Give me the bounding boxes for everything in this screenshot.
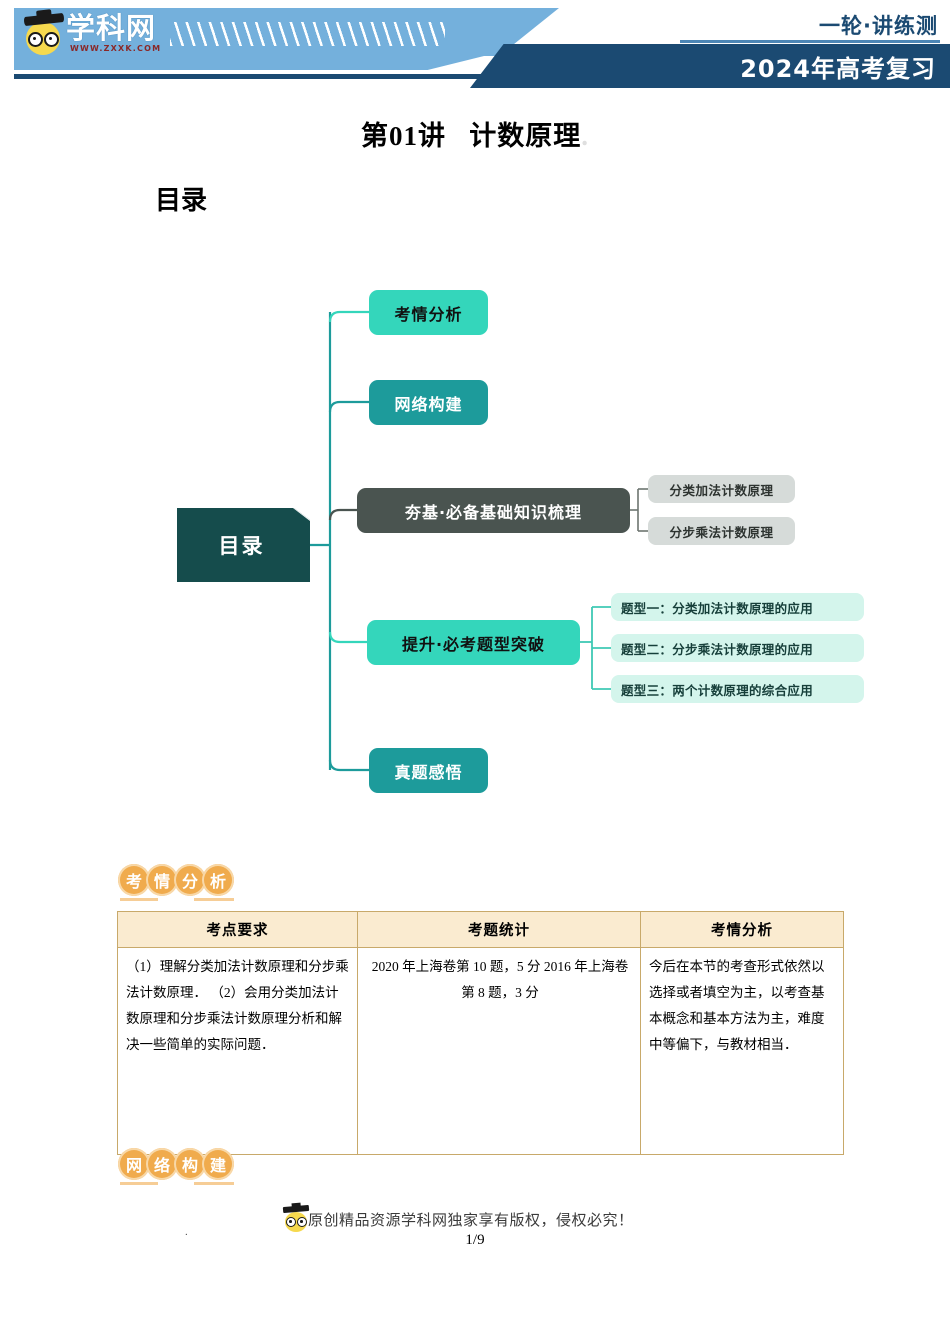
branch-label: 真题感悟 (394, 762, 463, 782)
cell-statistics: 2020 年上海卷第 10 题，5 分 2016 年上海卷第 8 题，3 分 (357, 947, 641, 1155)
column-header-analysis: 考情分析 (640, 911, 844, 948)
badge-char: 考 (118, 864, 150, 896)
branch-label: 考情分析 (394, 304, 463, 324)
exam-analysis-table: 考点要求 考题统计 考情分析 （1）理解分类加法计数原理和分步乘法计数原理． （… (117, 911, 844, 1155)
requirement-text: （1）理解分类加法计数原理和分步乘法计数原理． （2）会用分类加法计数原理和分步… (126, 959, 349, 1052)
badge-char: 构 (174, 1148, 206, 1180)
cell-analysis: 今后在本节的考查形式依然以选择或者填空为主，以考查基本概念和基本方法为主，难度中… (640, 947, 844, 1155)
branch-label: 网络构建 (394, 394, 463, 414)
zxxk-footer-logo-icon (282, 1204, 310, 1232)
leaf-label: 题型一：分类加法计数原理的应用 (621, 600, 814, 616)
badge-underline (194, 898, 234, 901)
mindmap-connectors (310, 310, 648, 772)
header-series-label: 2024年高考复习 (740, 55, 936, 83)
brand-url: WWW.ZXXK.COM (70, 44, 162, 53)
toc-mindmap: 目录 考情分析 网络构建 夯基·必备基础知识梳理 提升·必考题型突破 真题感悟 … (0, 270, 950, 830)
page-number: 1/9 (465, 1232, 485, 1248)
cell-requirement: （1）理解分类加法计数原理和分步乘法计数原理． （2）会用分类加法计数原理和分步… (117, 947, 358, 1155)
branch-label: 夯基·必备基础知识梳理 (404, 502, 583, 522)
mindmap-root-label: 目录 (218, 534, 265, 558)
mindmap-root-node[interactable]: 目录 (177, 508, 310, 582)
leaf-label: 题型二：分步乘法计数原理的应用 (621, 641, 814, 657)
statistics-text: 2020 年上海卷第 10 题，5 分 2016 年上海卷第 8 题，3 分 (371, 959, 629, 1000)
analysis-text: 今后在本节的考查形式依然以选择或者填空为主，以考查基本概念和基本方法为主，难度中… (649, 959, 825, 1052)
zxxk-logo-icon (23, 12, 68, 56)
mindmap-branch-real-exam[interactable]: 真题感悟 (369, 748, 488, 793)
toc-heading: 目录 (155, 186, 208, 215)
mindmap-branch-foundation-knowledge[interactable]: 夯基·必备基础知识梳理 (357, 488, 630, 533)
table-header-row: 考点要求 考题统计 考情分析 (117, 911, 844, 948)
title-main: 计数原理 (469, 121, 582, 151)
mindmap-leaf-addition-principle[interactable]: 分类加法计数原理 (648, 475, 795, 503)
leaf-label: 分类加法计数原理 (669, 482, 774, 498)
badge-underline (120, 898, 158, 901)
badge-char: 析 (202, 864, 234, 896)
mindmap-leaf-problem-type-2[interactable]: 题型二：分步乘法计数原理的应用 (611, 634, 864, 662)
copyright-notice: 原创精品资源学科网独家享有版权，侵权必究！ (308, 1213, 634, 1229)
header-bottom-rule (14, 74, 484, 79)
column-header-statistics: 考题统计 (357, 911, 641, 948)
mindmap-branch-network-building[interactable]: 网络构建 (369, 380, 488, 425)
header-hatch-decoration (170, 22, 445, 46)
badge-char: 分 (174, 864, 206, 896)
badge-char: 情 (146, 864, 178, 896)
leaf-label: 分步乘法计数原理 (669, 524, 774, 540)
branch-label: 提升·必考题型突破 (401, 634, 546, 654)
badge-char: 络 (146, 1148, 178, 1180)
header-tagline: 一轮·讲练测 (819, 14, 938, 38)
title-trailing-dot: . (581, 121, 589, 151)
mindmap-leaf-problem-type-1[interactable]: 题型一：分类加法计数原理的应用 (611, 593, 864, 621)
page-title: 第01讲 计数原理. (0, 114, 950, 153)
header-divider-rule (680, 40, 940, 43)
leaf-label: 题型三：两个计数原理的综合应用 (621, 682, 814, 698)
stray-mark: . (185, 1226, 188, 1238)
badge-char: 网 (118, 1148, 150, 1180)
badge-char: 建 (202, 1148, 234, 1180)
header-blue-band-secondary (14, 56, 484, 70)
mindmap-leaf-multiplication-principle[interactable]: 分步乘法计数原理 (648, 517, 795, 545)
column-header-requirement: 考点要求 (117, 911, 358, 948)
badge-underline (120, 1182, 158, 1185)
header-navy-band (470, 44, 950, 88)
mindmap-branch-problem-types[interactable]: 提升·必考题型突破 (367, 620, 580, 665)
table-row: （1）理解分类加法计数原理和分步乘法计数原理． （2）会用分类加法计数原理和分步… (117, 947, 844, 1155)
page-header: 学科网 WWW.ZXXK.COM 一轮·讲练测 2024年高考复习 (0, 0, 950, 92)
mindmap-leaf-problem-type-3[interactable]: 题型三：两个计数原理的综合应用 (611, 675, 864, 703)
title-prefix: 第01讲 (361, 121, 446, 151)
badge-underline (194, 1182, 234, 1185)
mindmap-branch-exam-analysis[interactable]: 考情分析 (369, 290, 488, 335)
brand-name: 学科网 (66, 11, 157, 45)
